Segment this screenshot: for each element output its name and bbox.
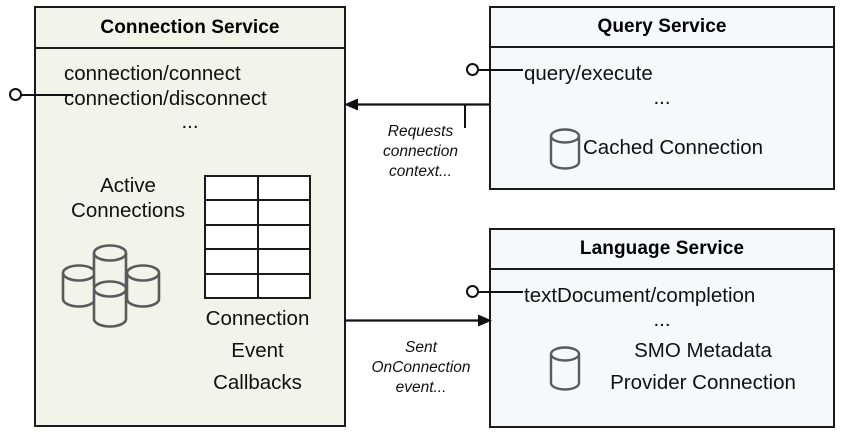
language-service-endpoint-0[interactable]: textDocument/completion (524, 284, 756, 307)
connection-service-endpoint-0[interactable]: connection/connect (64, 62, 241, 85)
caption-line: Requests (387, 123, 454, 140)
smo-metadata-label-line1: SMO Metadata (634, 339, 772, 362)
table-cell (259, 226, 310, 248)
query-service-ellipsis: ... (653, 86, 671, 109)
table-row (206, 225, 310, 251)
table-cell (259, 275, 310, 297)
connection-service-body: connection/connect connection/disconnect… (36, 49, 344, 425)
callbacks-label-line3: Callbacks (213, 371, 302, 394)
connection-service-endpoint-1[interactable]: connection/disconnect (64, 87, 267, 110)
query-service-interface-line (478, 69, 523, 71)
caption-line: event... (395, 379, 447, 396)
query-service-body: query/execute ... Cached Connection (491, 48, 833, 188)
connection-service-title: Connection Service (36, 8, 344, 49)
table-cell (206, 201, 259, 224)
table-row (206, 177, 310, 202)
table-grid-icon (204, 175, 311, 299)
query-service-endpoint-0[interactable]: query/execute (524, 62, 653, 85)
table-cell (259, 201, 310, 223)
callbacks-label-line2: Event (231, 339, 284, 362)
connection-service-ellipsis: ... (181, 110, 199, 133)
table-row (206, 274, 310, 298)
smo-metadata-label-line2: Provider Connection (610, 371, 796, 394)
table-cell (206, 177, 259, 200)
table-cell (259, 177, 310, 199)
table-cell (206, 250, 259, 273)
arrow-connection-to-language (344, 314, 492, 327)
language-service-interface-line (478, 291, 523, 293)
table-cell (206, 225, 259, 249)
database-cylinder-icon (549, 346, 581, 391)
table-cell (259, 250, 310, 272)
multi-database-cylinders-icon (61, 244, 161, 328)
table-cell (206, 274, 259, 298)
table-row (206, 250, 310, 275)
caption-line: Sent (405, 339, 437, 356)
language-service-body: textDocument/completion ... SMO Metadata… (491, 270, 833, 426)
caption-line: connection (383, 143, 458, 160)
caption-line: OnConnection (371, 359, 471, 376)
arrow-query-to-connection (344, 98, 490, 111)
component-query-service[interactable]: Query Service query/execute ... Cached C… (489, 6, 835, 190)
active-connections-label-line2: Connections (71, 199, 185, 222)
language-service-ellipsis: ... (653, 308, 671, 331)
table-row (206, 201, 310, 226)
caption-line: context... (389, 163, 452, 180)
callbacks-label-line1: Connection (205, 307, 310, 330)
database-cylinder-icon (549, 128, 581, 170)
connection-service-interface-line (21, 94, 73, 96)
cached-connection-label: Cached Connection (583, 136, 764, 159)
active-connections-label-line1: Active (100, 174, 156, 197)
caption-sent-onconnection-event: Sent OnConnection event... (352, 338, 490, 398)
caption-requests-connection-context: Requests connection context... (358, 122, 483, 182)
language-service-title: Language Service (491, 230, 833, 270)
query-service-title: Query Service (491, 8, 833, 48)
component-language-service[interactable]: Language Service textDocument/completion… (489, 228, 835, 428)
